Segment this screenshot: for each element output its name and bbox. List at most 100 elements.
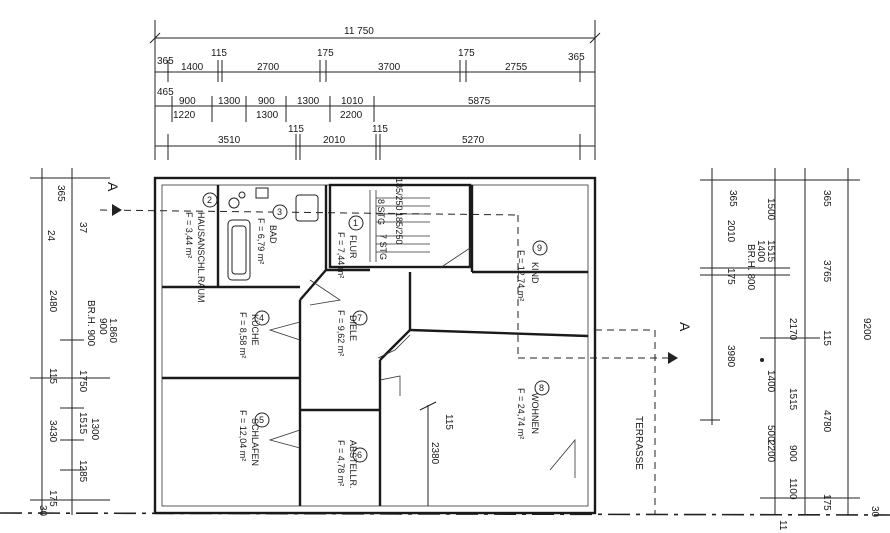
dim-r-b2: 1400: [755, 240, 766, 263]
dim-r-a2: 175: [725, 268, 736, 285]
dim-left-2480: 2480: [47, 290, 58, 313]
dim-left-115: 115: [47, 368, 58, 384]
dim-r-b7: 900: [787, 445, 798, 462]
room-5-area: F = 12,04 m²: [238, 410, 248, 461]
room-6-area: F = 4,78 m²: [336, 440, 346, 486]
terrace: TERRASSE: [595, 329, 656, 515]
dim-r1-6: 175: [458, 48, 475, 59]
dim-r3-2: 2010: [323, 135, 346, 146]
dim-left-1300: 1300: [89, 418, 100, 441]
dim-left-1860: 1.860: [107, 318, 118, 343]
dim-r-b8: 1100: [787, 478, 798, 500]
dim-left-1285: 1285: [77, 460, 88, 483]
dim-left-30: 30: [37, 505, 48, 517]
dim-r1-1: 1400: [181, 62, 204, 73]
dim-r-a0: 365: [727, 190, 738, 207]
room-7-num: 7: [357, 313, 362, 323]
room-8-num: 8: [539, 383, 544, 393]
dim-r-c2: 115: [821, 330, 832, 346]
dim-r-s1: 30: [869, 506, 880, 518]
dim-r-b1: 1515: [765, 240, 776, 263]
dim-r2s-1: 1300: [256, 110, 279, 121]
room-4-area: F = 8,58 m²: [238, 312, 248, 358]
left-dimension-chains: 365 24 37 2480 115 3430 175 BR.H. 900 90…: [30, 168, 118, 517]
dim-left-1750: 1750: [77, 370, 88, 393]
room-7-area: F = 9,62 m²: [336, 310, 346, 356]
dim-left-900: 900: [97, 318, 108, 335]
dim-r-outer: 9200: [861, 318, 872, 341]
dim-r-b5: 1515: [787, 388, 798, 411]
dim-r1-4: 175: [317, 48, 334, 59]
dim-left-3430: 3430: [47, 420, 58, 443]
dim-r-b6: 500: [765, 425, 776, 442]
dim-r3-4: 5270: [462, 135, 485, 146]
dim-r-c3: 4780: [821, 410, 832, 433]
dim-r2-4: 1300: [297, 96, 320, 107]
dim-r-a3: 3980: [725, 345, 736, 368]
room-8-name: WOHNEN: [530, 393, 540, 434]
bathroom-fixtures: [227, 187, 319, 281]
room-1-name: FLUR: [348, 235, 358, 259]
dim-r2s-2: 2200: [340, 110, 363, 121]
dim-r3-3: 115: [372, 124, 388, 135]
stairs-down: 7 STG: [378, 234, 388, 260]
room-2-name: HAUSANSCHL.RAUM: [196, 212, 206, 303]
room-4-num: 4: [259, 313, 264, 323]
room-labels: 2 HAUSANSCHL.RAUM F = 3,44 m² 3 BAD F = …: [184, 192, 550, 489]
dim-r-b0: 1500: [765, 198, 776, 221]
room-9-name: KIND: [530, 262, 540, 284]
room-3-area: F = 6,79 m²: [256, 218, 266, 264]
dim-r2-1: 900: [179, 96, 196, 107]
dim-r2-6: 5875: [468, 96, 491, 107]
dim-left-0: 365: [55, 185, 66, 202]
wohnen-wall: 115: [443, 414, 454, 430]
dim-r2-2: 1300: [218, 96, 241, 107]
terrace-label: TERRASSE: [633, 416, 644, 470]
dim-r2s-0: 1220: [173, 110, 196, 121]
room-9-area: F = 12,74 m²: [516, 250, 526, 301]
dim-r-s2: 11: [777, 520, 788, 531]
dim-left-175: 175: [47, 490, 58, 507]
dim-r1-5: 3700: [378, 62, 401, 73]
dim-r1-8: 365: [568, 52, 585, 63]
dim-r-b3: 2170: [787, 318, 798, 341]
room-1-area: F = 7,44 m²: [336, 232, 346, 278]
door-swings: [268, 247, 576, 478]
stairs-up-ratio: 185/250: [394, 178, 404, 211]
section-a-right: A: [677, 322, 693, 332]
room-3-name: BAD: [268, 225, 278, 244]
room-2-num: 2: [207, 195, 212, 205]
room-8-area: F = 24,74 m²: [516, 388, 526, 439]
dim-r-label: BR.H. 800: [745, 244, 756, 291]
dim-r-b4: 1400: [765, 370, 776, 393]
dim-r-c1: 3765: [821, 260, 832, 283]
room-6-name: ABSTELLR.: [348, 440, 358, 489]
room-7-name: DIELE: [348, 315, 358, 341]
dim-r-s0: 2200: [765, 440, 776, 463]
room-6-num: 6: [357, 450, 362, 460]
dim-left-brh: BR.H. 900: [85, 300, 96, 347]
room-1-num: 1: [353, 218, 358, 228]
dim-r2-5: 1010: [341, 96, 364, 107]
dim-left-24: 24: [45, 230, 56, 242]
right-dimension-chains: 365 2010 175 3980 1500 1515 1400 BR.H. 8…: [700, 168, 880, 531]
section-a-left: A: [105, 182, 121, 192]
dim-overall: 11 750: [344, 26, 374, 37]
section-line-a: A A: [99, 182, 693, 364]
building-walls: [153, 176, 597, 515]
room-3-num: 3: [277, 207, 282, 217]
staircase: 8 STG 185/250 7 STG 185/250: [369, 178, 430, 262]
room-2-area: F = 3,44 m²: [184, 212, 194, 258]
dim-r1-7: 2755: [505, 62, 528, 73]
dim-r2-0: 465: [157, 87, 174, 98]
datum-line: [0, 512, 890, 516]
dim-r-a1: 2010: [725, 220, 736, 243]
dim-left-1515: 1515: [77, 412, 88, 435]
dim-r3-1: 115: [288, 124, 304, 135]
wohnen-dimension: 115 2380: [419, 401, 454, 506]
wohnen-dim: 2380: [429, 442, 440, 465]
dim-r3-0: 3510: [218, 135, 241, 146]
dim-left-37: 37: [77, 222, 88, 234]
stairs-down-ratio: 185/250: [394, 212, 404, 245]
dim-r2-3: 900: [258, 96, 275, 107]
